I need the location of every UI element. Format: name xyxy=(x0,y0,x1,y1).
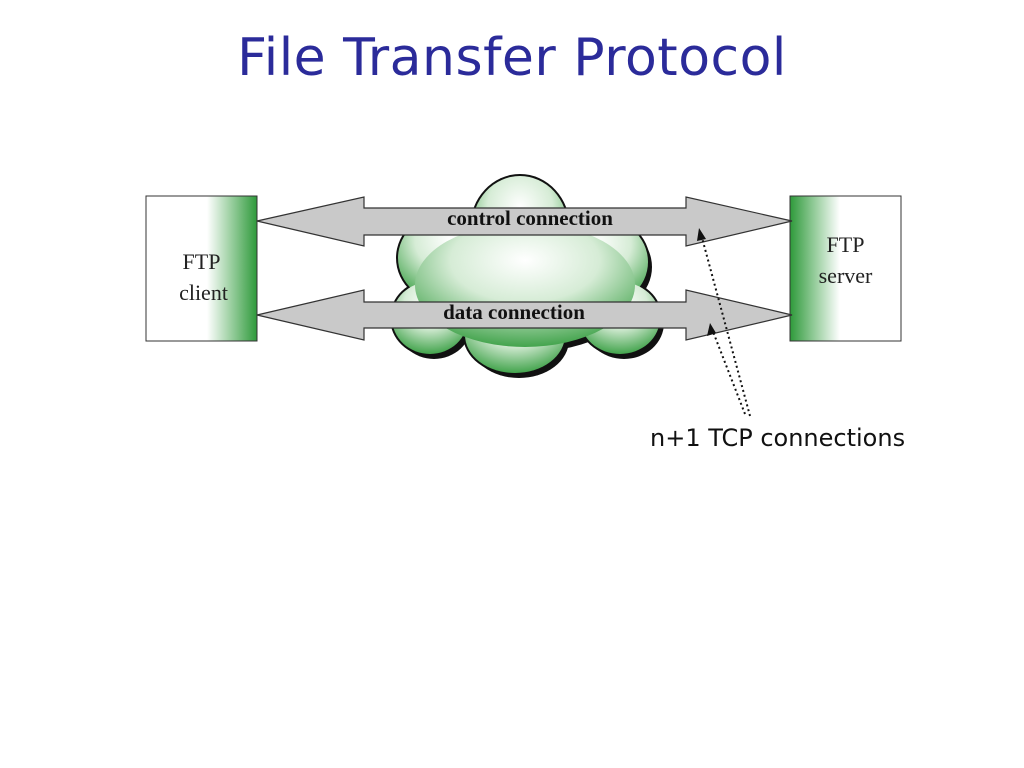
slide-title: File Transfer Protocol xyxy=(237,28,787,88)
annotation-arrowhead-data xyxy=(707,323,716,336)
server-label-line1: FTP xyxy=(826,232,865,257)
ftp-server-box xyxy=(789,195,902,342)
client-label-line2: client xyxy=(179,280,228,305)
ftp-client-box xyxy=(145,195,258,342)
control-connection-label: control connection xyxy=(447,206,613,230)
tcp-connections-annotation: n+1 TCP connections xyxy=(650,424,906,452)
data-connection-arrow xyxy=(256,289,793,341)
annotation-pointer-data xyxy=(711,328,746,415)
ftp-server-label: FTP server xyxy=(790,229,901,291)
data-connection-label: data connection xyxy=(443,300,585,324)
server-label-line2: server xyxy=(818,263,873,288)
ftp-client-label: FTP client xyxy=(146,246,257,308)
annotation-arrowhead-control xyxy=(697,228,706,241)
annotation-pointer-control xyxy=(700,233,751,417)
client-label-line1: FTP xyxy=(182,249,221,274)
control-connection-arrow xyxy=(256,196,793,247)
